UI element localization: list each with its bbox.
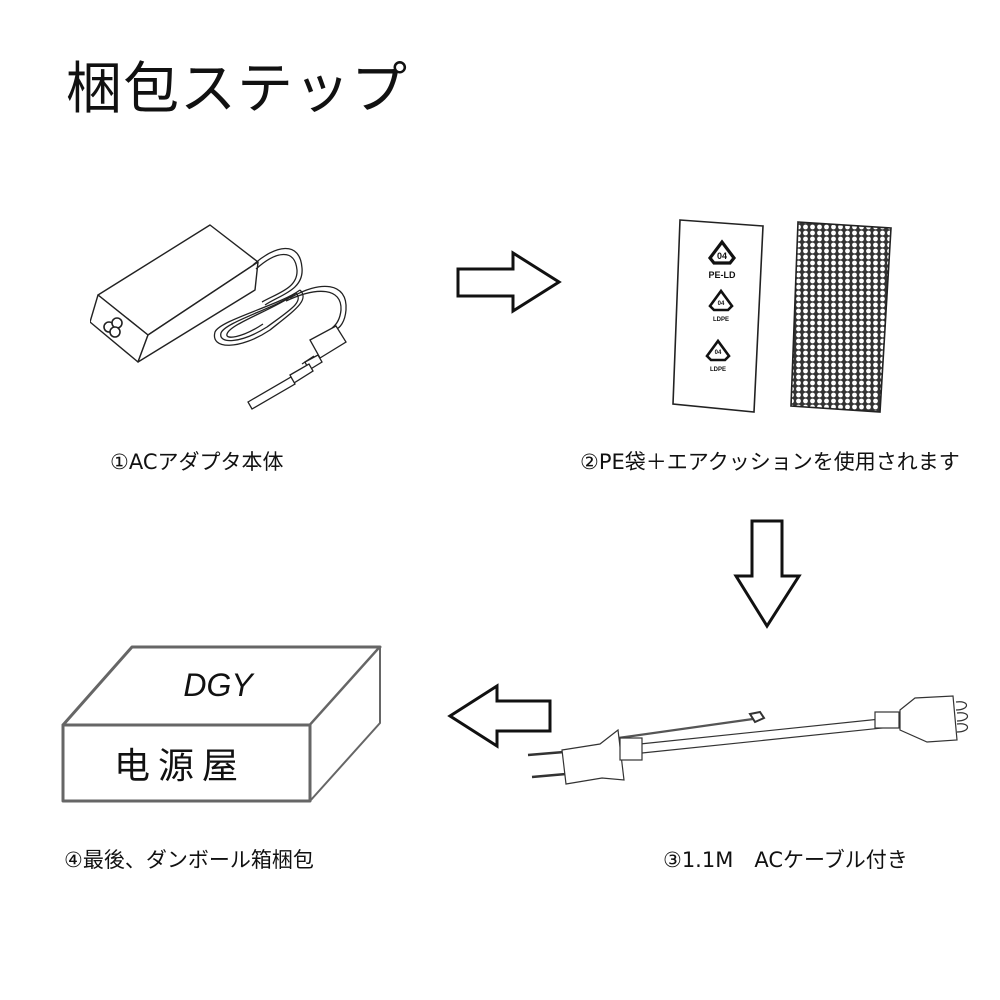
step-4-caption: ④最後、ダンボール箱梱包 [64, 848, 314, 872]
recycle-code: 04 [717, 251, 727, 261]
arrow-down-icon [733, 518, 803, 630]
ac-cable-illustration [520, 680, 980, 790]
arrow-right-icon [455, 250, 565, 320]
pe-bag-illustration: 04 PE-LD 04 LDPE 04 LDPE [670, 218, 770, 413]
recycle-code: 04 [715, 350, 722, 356]
box-front-text: 电源屋 [114, 746, 246, 787]
recycle-label: LDPE [710, 367, 726, 373]
step-1-caption: ①ACアダプタ本体 [110, 450, 284, 474]
step-3-caption: ③1.1M ACケーブル付き [663, 848, 908, 872]
recycle-code: 04 [718, 301, 725, 307]
box-brand-text: DGY [183, 667, 255, 703]
recycle-label: PE-LD [709, 270, 737, 280]
ac-adapter-illustration [90, 210, 370, 420]
air-cushion-illustration [788, 218, 898, 413]
recycle-label: LDPE [713, 317, 729, 323]
step-2-caption: ②PE袋＋エアクッションを使用されます [580, 450, 960, 474]
cardboard-box-illustration: DGY 电源屋 [58, 643, 388, 808]
arrow-left-icon [446, 683, 556, 751]
page-title: 梱包ステップ [66, 57, 408, 122]
